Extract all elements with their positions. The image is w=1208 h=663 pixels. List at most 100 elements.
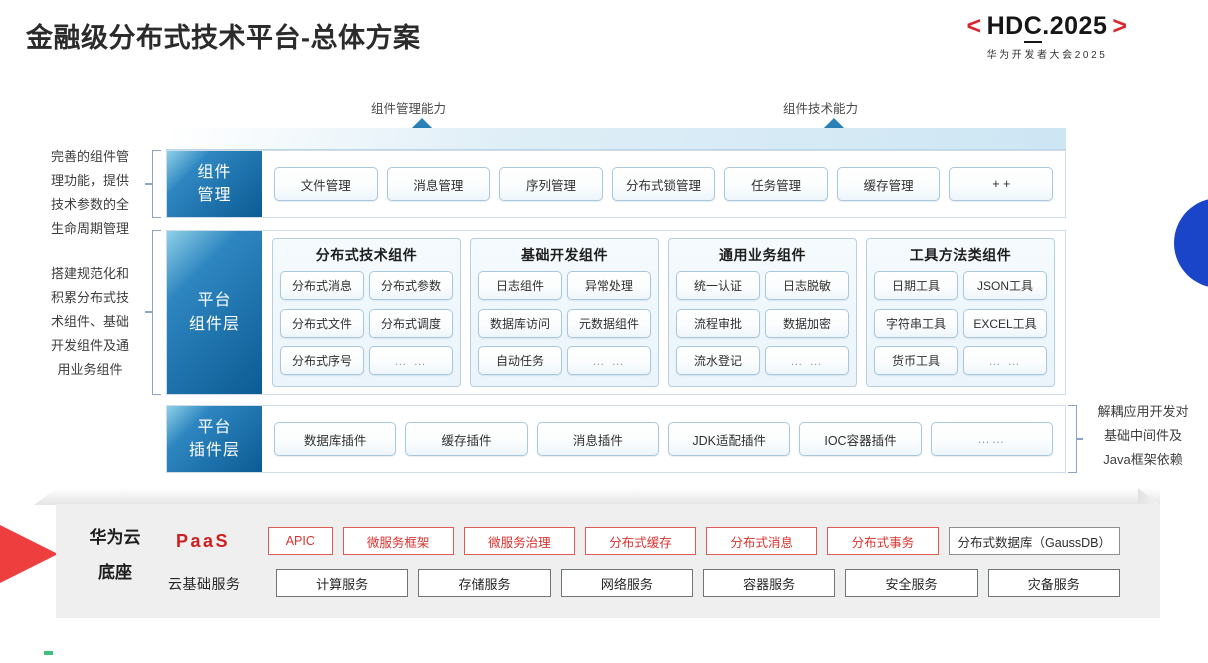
chip-group-0-item-5[interactable]: … … [369,346,453,376]
cloud-service-0[interactable]: 计算服务 [276,569,409,597]
chip-component-management-3[interactable]: 分布式锁管理 [611,167,716,201]
layer-label-line-2: 组件层 [188,315,240,333]
chip-component-management-4[interactable]: 任务管理 [724,167,828,201]
chip-group-2-item-2[interactable]: 流程审批 [676,308,760,338]
bracket-tick-right-bottom [1076,438,1083,440]
side-note-left-top-line-2: 技术参数的全 [50,197,129,213]
component-group-1: 基础开发组件日志组件异常处理数据库访问元数据组件自动任务… … [470,238,659,387]
chip-platform-plugin-4[interactable]: IOC容器插件 [799,422,922,456]
side-note-left-middle-line-4: 用业务组件 [57,362,123,378]
component-group-grid-2: 统一认证日志脱敏流程审批数据加密流水登记… … [676,271,849,379]
side-note-left-top-line-0: 完善的组件管 [50,149,129,164]
chip-platform-plugin-3[interactable]: JDK适配插件 [667,422,791,456]
cloud-service-4[interactable]: 安全服务 [845,569,978,597]
cloud-service-5[interactable]: 灾备服务 [987,569,1120,597]
cloud-service-1[interactable]: 存储服务 [418,569,551,597]
paas-left-title-line-1: 华为云 [89,528,141,547]
component-group-0: 分布式技术组件分布式消息分布式参数分布式文件分布式调度分布式序号… … [272,238,461,387]
chip-group-3-item-1[interactable]: JSON工具 [963,271,1047,300]
chip-group-1-item-0[interactable]: 日志组件 [478,271,562,300]
layer-label-component-management: 组件 管理 [167,151,262,217]
chip-group-3-item-0[interactable]: 日期工具 [874,271,958,300]
cloud-service-3[interactable]: 容器服务 [702,569,836,597]
chip-platform-plugin-2[interactable]: 消息插件 [536,422,659,456]
bracket-tick-left-middle [145,311,152,313]
paas-service-4[interactable]: 分布式消息 [706,527,818,555]
bracket-left-top [152,150,161,218]
layer-label-line-1: 平台 [197,418,232,436]
component-group-title-2: 通用业务组件 [719,247,806,263]
side-note-left-middle: 搭建规范化和积累分布式技术组件、基础开发组件及通用业务组件 [34,262,146,382]
layer-platform-component: 平台 组件层 分布式技术组件分布式消息分布式参数分布式文件分布式调度分布式序号…… [166,230,1066,395]
side-note-left-top-line-3: 生命周期管理 [50,221,129,237]
component-group-grid-1: 日志组件异常处理数据库访问元数据组件自动任务… … [478,271,651,379]
chip-component-management-6[interactable]: + + [949,167,1054,201]
paas-service-2[interactable]: 微服务治理 [463,527,575,555]
chip-group-0-item-0[interactable]: 分布式消息 [280,271,364,300]
chip-group-2-item-3[interactable]: 数据加密 [765,308,849,338]
paas-service-3[interactable]: 分布式缓存 [584,527,697,555]
chip-group-3-item-5[interactable]: … … [963,346,1047,376]
hdc-text-a: HD [986,12,1024,40]
green-marker-decoration [44,651,53,655]
side-note-left-middle-line-3: 开发组件及通 [50,338,129,354]
paas-service-0[interactable]: APIC [268,527,333,555]
chip-group-3-item-2[interactable]: 字符串工具 [874,308,958,338]
paas-service-6[interactable]: 分布式数据库（GaussDB） [948,527,1121,555]
chip-group-0-item-2[interactable]: 分布式文件 [280,308,364,338]
chip-component-management-5[interactable]: 缓存管理 [836,167,941,201]
layer-component-management: 组件 管理 文件管理消息管理序列管理分布式锁管理任务管理缓存管理+ + [166,150,1066,218]
chip-component-management-1[interactable]: 消息管理 [386,167,491,201]
hdc-text-c: .2025 [1042,12,1108,40]
chip-group-2-item-1[interactable]: 日志脱敏 [765,271,849,300]
chip-platform-plugin-0[interactable]: 数据库插件 [274,422,397,456]
chip-group-1-item-4[interactable]: 自动任务 [478,346,562,376]
chip-component-management-2[interactable]: 序列管理 [499,167,603,201]
chip-group-0-item-4[interactable]: 分布式序号 [280,346,364,376]
paas-left-title-line-2: 底座 [98,562,132,582]
side-note-left-middle-line-2: 术组件、基础 [50,314,129,330]
chip-platform-plugin-5[interactable]: …… [930,422,1053,456]
side-note-right-bottom-line-1: 基础中间件及 [1103,428,1182,444]
chip-group-3-item-3[interactable]: EXCEL工具 [963,308,1047,338]
component-group-grid-0: 分布式消息分布式参数分布式文件分布式调度分布式序号… … [280,271,453,379]
hdc-text-b: C [1023,12,1043,43]
paas-panel-bevel-top [34,488,1160,505]
chip-component-management-0[interactable]: 文件管理 [274,167,378,201]
chip-group-1-item-5[interactable]: … … [567,346,651,376]
chip-group-2-item-4[interactable]: 流水登记 [676,346,760,376]
right-bracket-icon: > [1112,12,1128,40]
hdc-logo-main: <HDC.2025> [962,12,1133,43]
arrow-label-management: 组件管理能力 [371,102,447,116]
layer-body-component-management: 文件管理消息管理序列管理分布式锁管理任务管理缓存管理+ + [262,151,1065,217]
chip-group-0-item-3[interactable]: 分布式调度 [369,308,453,338]
cloud-row-label: 云基础服务 [168,576,241,592]
paas-service-5[interactable]: 分布式事务 [827,527,939,555]
chip-group-1-item-1[interactable]: 异常处理 [567,271,651,300]
red-wedge-decoration [0,500,58,608]
left-bracket-icon: < [966,12,982,40]
chip-group-2-item-5[interactable]: … … [765,346,849,376]
chip-platform-plugin-1[interactable]: 缓存插件 [405,422,528,456]
component-group-2: 通用业务组件统一认证日志脱敏流程审批数据加密流水登记… … [668,238,857,387]
cloud-services-row: 计算服务存储服务网络服务容器服务安全服务灾备服务 [276,569,1120,597]
side-note-left-top: 完善的组件管理功能，提供技术参数的全生命周期管理 [34,145,146,241]
chip-group-2-item-0[interactable]: 统一认证 [676,271,760,300]
paas-left-title: 华为云 底座 [72,521,158,591]
side-note-left-middle-line-0: 搭建规范化和 [50,266,129,281]
cloud-service-2[interactable]: 网络服务 [560,569,693,597]
side-note-right-bottom-line-0: 解耦应用开发对 [1097,404,1189,419]
hdc-logo-subtitle: 华为开发者大会2025 [986,50,1108,61]
component-group-title-1: 基础开发组件 [521,247,608,263]
chip-group-3-item-4[interactable]: 货币工具 [874,346,958,376]
chip-group-1-item-3[interactable]: 元数据组件 [567,308,651,338]
side-note-left-top-line-1: 理功能，提供 [50,173,129,189]
chip-group-1-item-2[interactable]: 数据库访问 [478,308,562,338]
chip-group-0-item-1[interactable]: 分布式参数 [369,271,453,300]
paas-service-1[interactable]: 微服务框架 [342,527,454,555]
